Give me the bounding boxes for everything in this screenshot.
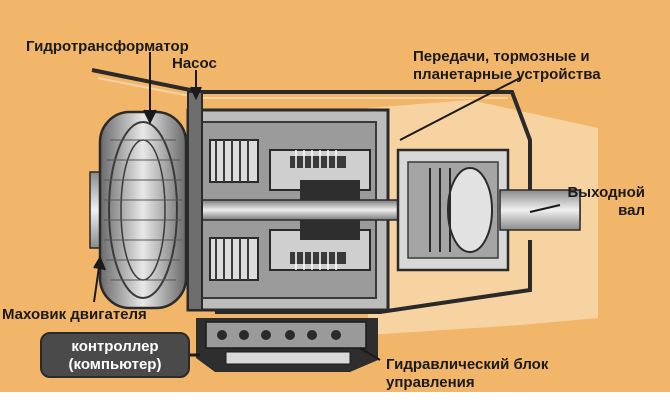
label-controller-line1: контроллер: [71, 338, 159, 355]
label-output-line2: вал: [618, 202, 645, 219]
label-output-line1: Выходной: [567, 184, 645, 201]
label-pump: Насос: [172, 55, 217, 72]
valve-pan: [225, 351, 351, 365]
clutch-pack-lower-left: [209, 237, 259, 281]
label-torque-converter: Гидротрансформатор: [26, 38, 189, 55]
pointer-lines: [93, 52, 561, 361]
clutch-pack-upper-left: [209, 139, 259, 183]
label-valve-line1: Гидравлический блок: [386, 356, 549, 373]
label-flywheel: Маховик двигателя: [2, 306, 147, 323]
label-gears-line2: планетарные устройства: [413, 66, 601, 83]
label-valve-line2: управления: [386, 374, 475, 391]
torque-converter: [98, 110, 188, 310]
bottom-margin: [0, 392, 670, 420]
controller-box: контроллер (компьютер): [40, 332, 190, 378]
output-planetary: [447, 167, 493, 253]
label-controller-line2: (компьютер): [68, 356, 162, 373]
label-gears-line1: Передачи, тормозные и: [413, 48, 590, 65]
pump-plate: [187, 91, 203, 311]
housing-bottom-outline: [215, 240, 532, 314]
housing-top-outline: [91, 68, 532, 190]
